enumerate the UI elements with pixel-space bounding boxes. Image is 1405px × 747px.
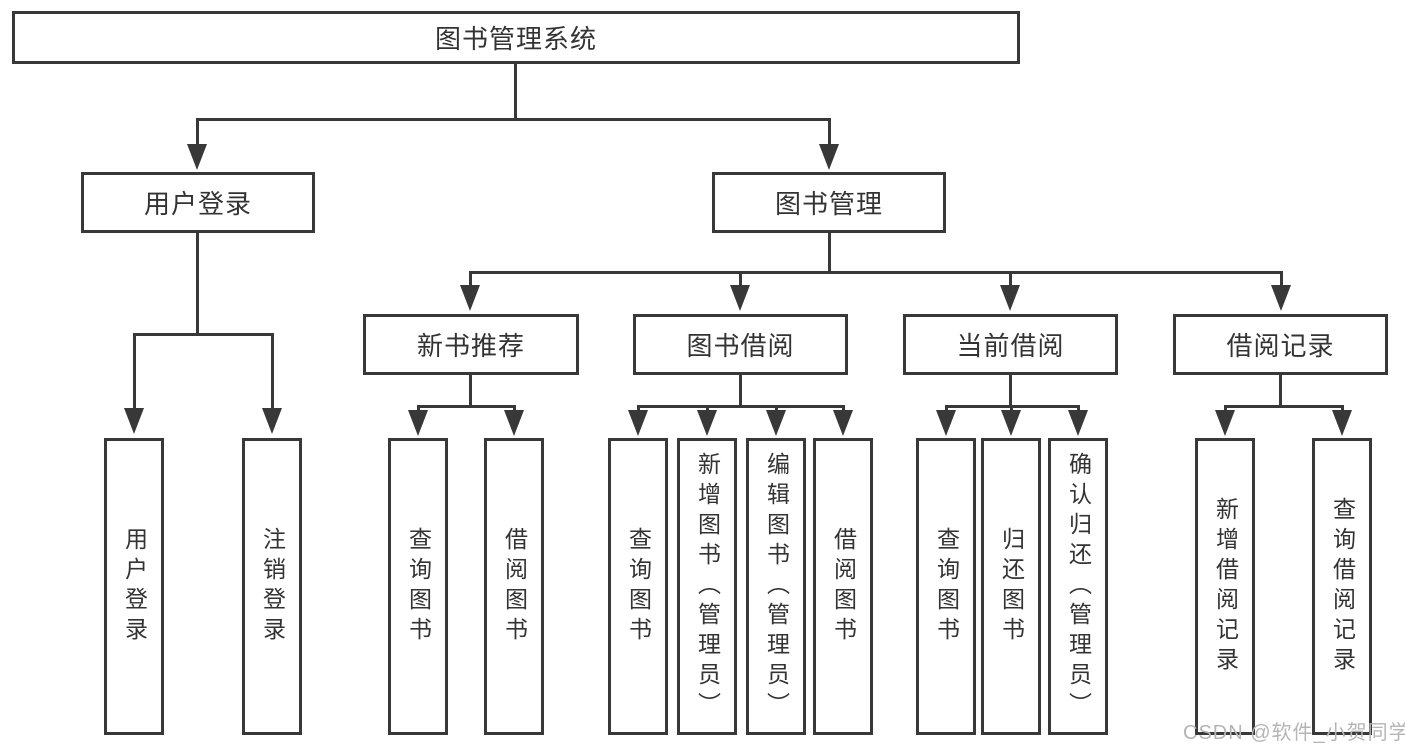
connector-line — [637, 405, 845, 408]
leaf-query-books-current: 查询图书 — [916, 438, 976, 735]
connector-line — [1009, 271, 1012, 287]
connector-line — [775, 405, 778, 414]
leaf-edit-books-admin: 编辑图书（管理员） — [746, 438, 806, 735]
leaf-label: 借阅图书 — [501, 526, 528, 647]
connector-line — [469, 271, 472, 287]
leaf-label: 查询图书 — [625, 526, 652, 647]
arrow-down-icon — [504, 410, 524, 436]
arrow-down-icon — [1000, 285, 1020, 311]
arrow-down-icon — [628, 410, 648, 436]
arrow-down-icon — [1068, 410, 1088, 436]
node-label: 当前借阅 — [956, 331, 1065, 361]
leaf-label: 查询图书 — [933, 526, 960, 647]
connector-line — [739, 271, 742, 287]
node-label: 借阅记录 — [1226, 331, 1335, 361]
arrow-down-icon — [1001, 410, 1021, 436]
connector-line — [1010, 405, 1013, 414]
node-book-borrowing: 图书借阅 — [633, 314, 848, 375]
connector-line — [842, 405, 845, 414]
node-borrowing-records: 借阅记录 — [1173, 314, 1388, 375]
leaf-query-books-borrowing: 查询图书 — [608, 438, 668, 735]
csdn-watermark: CSDN @软件_小贺同学 — [1183, 722, 1405, 744]
leaf-return-books: 归还图书 — [981, 438, 1041, 735]
leaf-confirm-return-admin: 确认归还（管理员） — [1048, 438, 1108, 735]
leaf-query-books-recommend: 查询图书 — [388, 438, 448, 735]
connector-line — [513, 405, 516, 414]
connector-line — [1009, 375, 1012, 408]
connector-line — [828, 233, 831, 274]
connector-line — [945, 405, 948, 414]
node-label: 图书借阅 — [686, 331, 795, 361]
arrow-down-icon — [262, 408, 282, 434]
leaf-label: 注销登录 — [259, 526, 286, 647]
connector-line — [1280, 271, 1283, 287]
connector-line — [133, 333, 136, 411]
leaf-label: 归还图书 — [998, 526, 1025, 647]
connector-line — [1077, 405, 1080, 414]
arrow-down-icon — [1332, 410, 1352, 436]
arrow-down-icon — [1271, 285, 1291, 311]
leaf-label: 借阅图书 — [830, 526, 857, 647]
node-label: 用户登录 — [143, 189, 252, 219]
leaf-label: 新增图书（管理员） — [694, 451, 721, 722]
leaf-borrow-books-recommend: 借阅图书 — [484, 438, 544, 735]
leaf-label: 查询借阅记录 — [1329, 496, 1356, 677]
leaf-logout: 注销登录 — [242, 438, 302, 735]
connector-line — [469, 375, 472, 408]
node-user-login: 用户登录 — [81, 172, 315, 233]
arrow-down-icon — [187, 144, 207, 170]
connector-line — [828, 118, 831, 146]
connector-line — [1341, 405, 1344, 414]
leaf-label: 用户登录 — [121, 526, 148, 647]
arrow-down-icon — [1215, 410, 1235, 436]
arrow-down-icon — [730, 285, 750, 311]
leaf-borrow-books: 借阅图书 — [813, 438, 873, 735]
leaf-add-borrow-record: 新增借阅记录 — [1195, 438, 1255, 735]
connector-line — [1224, 405, 1227, 414]
connector-line — [469, 271, 1283, 274]
connector-line — [196, 118, 199, 146]
arrow-down-icon — [766, 410, 786, 436]
leaf-label: 查询图书 — [405, 526, 432, 647]
connector-line — [514, 64, 517, 120]
connector-line — [739, 375, 742, 408]
arrow-down-icon — [833, 410, 853, 436]
node-label: 图书管理系统 — [434, 24, 597, 54]
connector-line — [133, 333, 274, 336]
arrow-down-icon — [460, 285, 480, 311]
arrow-down-icon — [819, 144, 839, 170]
node-label: 新书推荐 — [416, 331, 525, 361]
leaf-add-books-admin: 新增图书（管理员） — [677, 438, 737, 735]
node-new-book-recommend: 新书推荐 — [363, 314, 579, 375]
leaf-label: 编辑图书（管理员） — [763, 451, 790, 722]
connector-line — [196, 233, 199, 336]
node-library-management-system: 图书管理系统 — [12, 11, 1020, 64]
leaf-label: 确认归还（管理员） — [1065, 451, 1092, 722]
connector-line — [1279, 375, 1282, 408]
connector-line — [637, 405, 640, 414]
node-label: 图书管理 — [774, 189, 883, 219]
leaf-label: 新增借阅记录 — [1212, 496, 1239, 677]
connector-line — [417, 405, 420, 414]
leaf-query-borrow-record: 查询借阅记录 — [1312, 438, 1372, 735]
connector-line — [196, 118, 831, 121]
arrow-down-icon — [697, 410, 717, 436]
leaf-user-login: 用户登录 — [104, 438, 164, 735]
arrow-down-icon — [124, 408, 144, 434]
connector-line — [271, 333, 274, 411]
node-current-borrowing: 当前借阅 — [903, 314, 1118, 375]
node-book-management: 图书管理 — [712, 172, 946, 233]
connector-line — [1224, 405, 1344, 408]
connector-line — [417, 405, 516, 408]
arrow-down-icon — [936, 410, 956, 436]
arrow-down-icon — [408, 410, 428, 436]
connector-line — [706, 405, 709, 414]
